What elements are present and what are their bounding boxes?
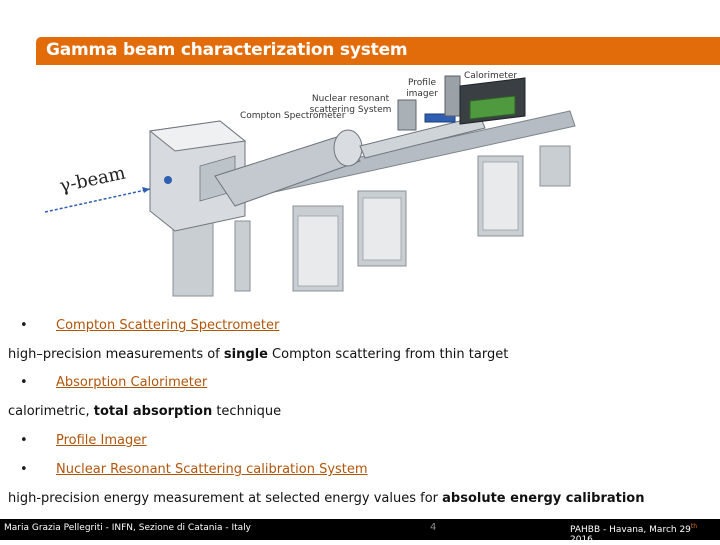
item-nrss-link[interactable]: Nuclear Resonant Scattering calibration …	[56, 462, 368, 477]
bullet-glyph: •	[20, 375, 28, 390]
bullet-glyph: •	[20, 462, 28, 477]
bullet-glyph: •	[20, 433, 28, 448]
item-calorimeter-link[interactable]: Absorption Calorimeter	[56, 375, 208, 390]
desc-compton: high–precision measurements of single Co…	[8, 347, 509, 362]
callout-nrss: Nuclear resonant scattering System	[309, 94, 392, 115]
footer-event: PAHBB - Havana, March 29th 2016	[570, 523, 698, 545]
item-profile-link[interactable]: Profile Imager	[56, 433, 147, 448]
callout-profile: Profile imager	[406, 78, 438, 99]
desc-calorimeter: calorimetric, total absorption technique	[8, 404, 282, 419]
callout-calorimeter: Calorimeter	[464, 71, 518, 81]
bullet-glyph: •	[20, 318, 28, 333]
item-compton-link[interactable]: Compton Scattering Spectrometer	[56, 318, 280, 333]
footer-author: Maria Grazia Pellegriti - INFN, Sezione …	[4, 523, 251, 533]
slide-title: Gamma beam characterization system	[46, 40, 408, 60]
page-number: 4	[430, 522, 437, 533]
callout-compton: Compton Spectrometer	[240, 111, 346, 121]
desc-nrss: high-precision energy measurement at sel…	[8, 491, 645, 506]
apparatus-drawing	[44, 75, 576, 297]
footer-bar: Maria Grazia Pellegriti - INFN, Sezione …	[0, 519, 720, 545]
title-bar: Gamma beam characterization system	[36, 37, 720, 65]
apparatus-figure: Compton Spectrometer Nuclear resonant sc…	[40, 66, 580, 316]
